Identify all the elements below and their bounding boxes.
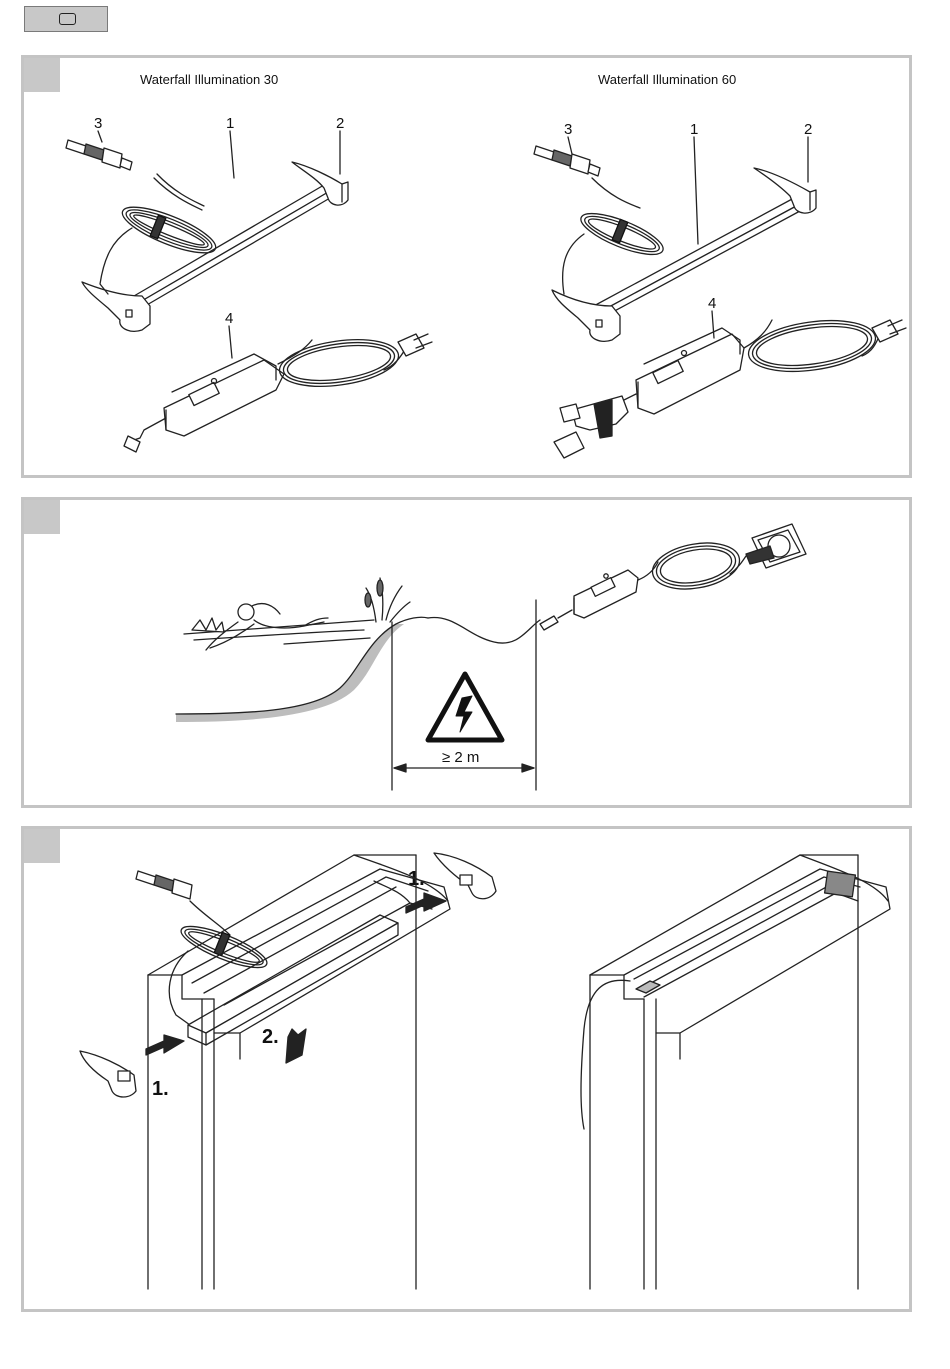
svg-text:3: 3 — [94, 115, 102, 132]
light-bar — [188, 915, 398, 1045]
mains-cable-and-socket — [649, 524, 806, 595]
distance-label: ≥ 2 m — [442, 749, 479, 766]
insert-arrow-down — [286, 1029, 306, 1063]
title-right: Waterfall Illumination 60 — [598, 72, 736, 87]
panel-safety-distance: ≥ 2 m — [21, 497, 912, 808]
water-lily — [192, 618, 224, 632]
right-light-bar — [534, 146, 816, 341]
rounded-square-icon — [59, 13, 76, 25]
left-light-bar — [66, 140, 348, 331]
reeds — [365, 578, 410, 622]
panel-installation: 1. 1. 2. — [21, 826, 912, 1312]
title-left: Waterfall Illumination 30 — [140, 72, 278, 87]
panel-components: Waterfall Illumination 30 Waterfall Illu… — [21, 55, 912, 478]
svg-text:4: 4 — [708, 295, 716, 312]
installation-diagram: 1. 1. 2. — [24, 829, 909, 1309]
high-voltage-warning-icon — [428, 674, 502, 740]
components-diagram: Waterfall Illumination 30 Waterfall Illu… — [24, 58, 909, 475]
right-end-cap — [434, 853, 496, 899]
waterfall-body-left — [148, 855, 450, 1289]
swimmer-figure — [206, 604, 328, 650]
step-2-label: 2. — [262, 1026, 279, 1048]
left-end-cap — [80, 1051, 136, 1097]
safety-distance-diagram: ≥ 2 m — [24, 500, 909, 805]
toolbar-tab[interactable] — [24, 6, 108, 32]
svg-text:2: 2 — [336, 115, 344, 132]
insert-arrow-left — [146, 1035, 184, 1055]
step-1-left-label: 1. — [152, 1078, 169, 1100]
waterfall-body-right — [581, 855, 890, 1289]
svg-text:2: 2 — [804, 121, 812, 138]
svg-text:1: 1 — [690, 121, 698, 138]
svg-text:4: 4 — [225, 310, 233, 327]
left-transformer — [124, 333, 432, 452]
low-voltage-cable — [428, 618, 540, 644]
svg-text:3: 3 — [564, 121, 572, 138]
transformer — [540, 562, 658, 630]
svg-text:1: 1 — [226, 115, 234, 132]
